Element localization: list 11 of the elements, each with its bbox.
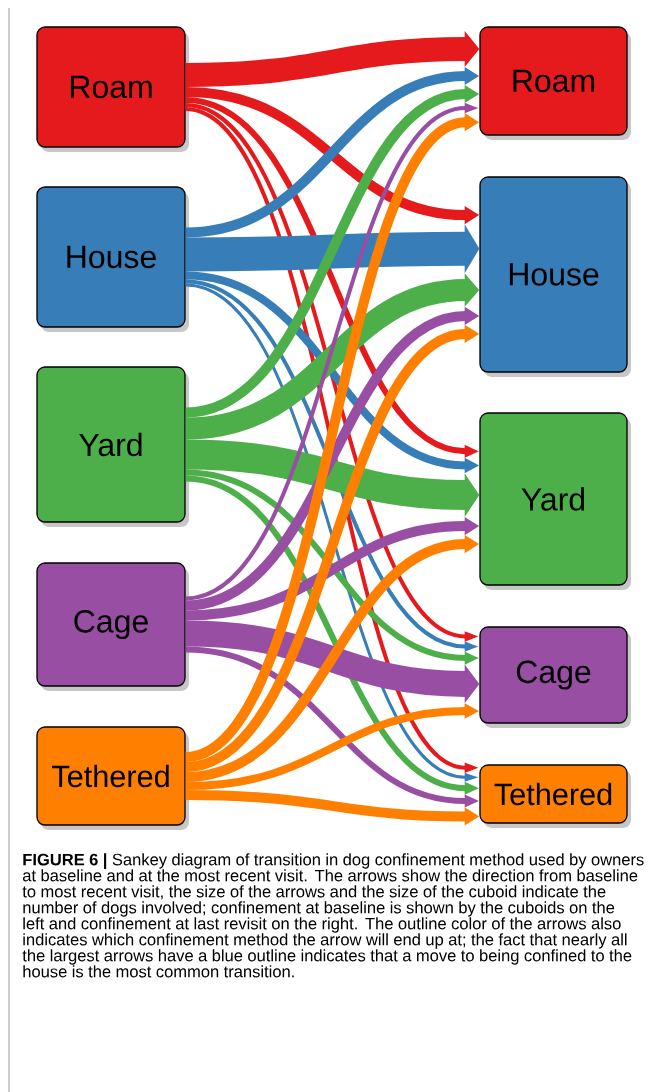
confinement-box: Roam [36,26,189,152]
confinement-box: House [36,186,189,332]
confinement-box: Yard [479,412,631,590]
confinement-box: Yard [36,366,189,527]
confinement-box: Roam [479,26,631,140]
confinement-box: Cage [479,626,631,728]
confinement-box: Cage [36,562,189,691]
confinement-box: House [479,176,631,377]
confinement-box: Tethered [479,764,631,828]
caption: FIGURE 6 | Sankey diagram of transition in dog confinement method used by owners at baseline and at the most recent visit. The arrows show the direction from baseline to most recent visit, the size of the arrows and the size of the cuboid indicate the number of dogs involved; confinement at baseline is shown by the cuboids on the left and confinement at last revisit on the right. The outline color of the arrows also indicates which confinement method the arrow will end up at; the fact that nearly all the largest arrows have a blue outline indicates that a move to being confined to the house is the most common transition. [22,853,644,978]
confinement-box: Tethered [36,726,189,830]
